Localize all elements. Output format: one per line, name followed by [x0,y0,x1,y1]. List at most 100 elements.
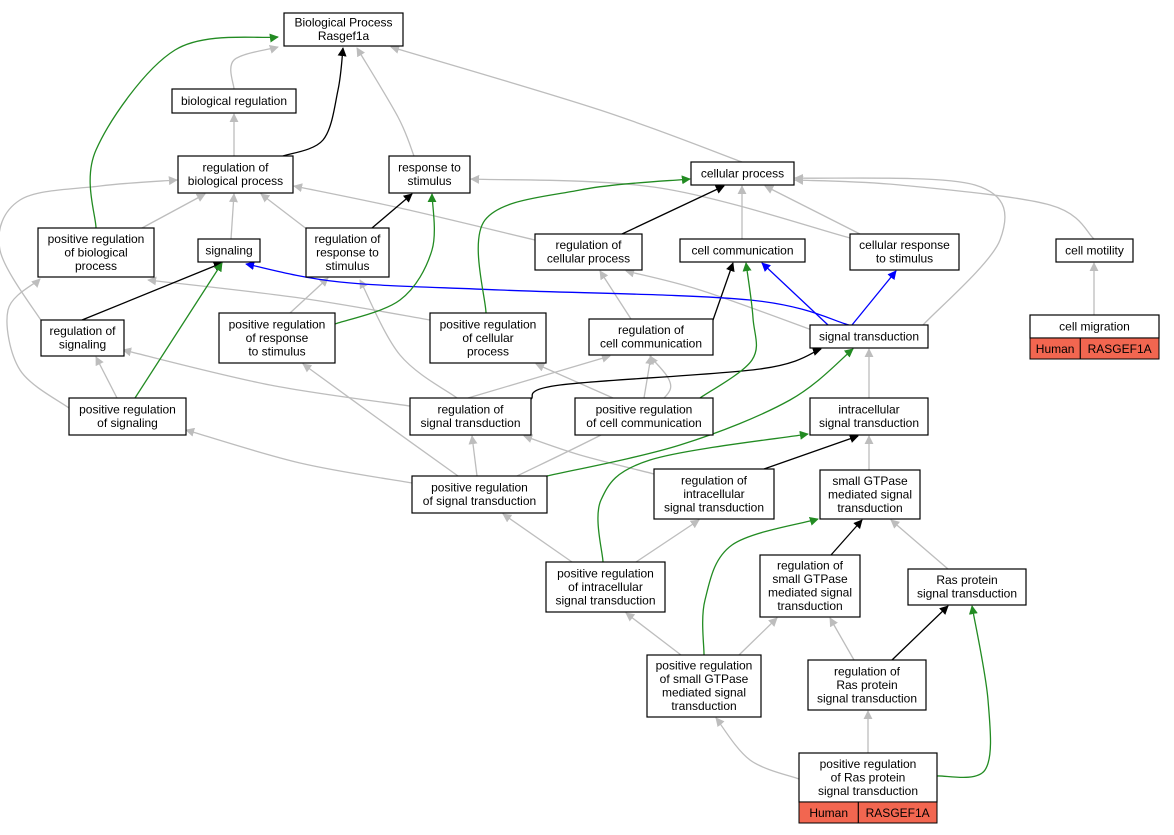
edge-is-a-st-to-rcp [625,268,813,331]
term-label-line: response to [398,161,461,175]
term-label-line: mediated signal [768,586,852,600]
term-label-line: signal transduction [819,329,919,343]
edge-positively-regulates-prst-to-st [546,348,854,477]
term-label-line: positive regulation [596,403,693,417]
edge-part-of-rcc-to-cc [712,262,735,321]
term-label-line: of signaling [97,416,158,430]
term-node-sig[interactable]: signaling [197,238,261,263]
edge-is-a-rst-to-rrs [359,279,458,399]
term-label-line: response to [316,245,379,259]
term-label-line: signal transduction [818,784,918,798]
term-label-line: transduction [671,699,736,713]
term-label-line: regulation of [555,238,622,252]
term-node-cp[interactable]: cellular process [690,161,795,186]
term-box [197,238,261,263]
edge-is-a-prsgst-to-prist [625,612,682,656]
edge-part-of-rrs-to-resp [371,193,413,229]
edge-is-a-prst-to-prsig [185,427,413,484]
gene-tag [857,801,938,824]
term-box [646,654,762,718]
term-label-line: Ras protein [836,678,897,692]
edge-is-a-breg-to-bp [230,45,279,90]
term-box [68,397,187,436]
term-label-line: signaling [59,338,106,352]
term-box [849,233,960,271]
term-label-line: regulation of [834,664,901,678]
term-box [679,238,806,263]
term-label-line: intracellular [683,487,744,501]
annotation-tag-row: Human RASGEF1A [1029,337,1160,360]
term-box [809,324,929,349]
edge-regulates-direct-st-to-crs [851,270,897,326]
term-node-cm[interactable]: cell motility [1055,238,1134,263]
edge-positively-regulates-prbp-to-bp [89,33,279,229]
term-label-line: cellular response [859,238,950,252]
term-box [545,561,666,613]
term-label-line: positive regulation [48,232,145,246]
term-box [409,397,532,436]
term-label-line: of intracellular [568,580,643,594]
term-box [177,155,294,194]
term-label-line: regulation of [49,324,116,338]
edge-part-of-rst-to-st [530,347,822,400]
term-label-line: stimulus [407,174,451,188]
term-node-cc[interactable]: cell communication [679,238,806,263]
term-label-line: signal transduction [917,587,1017,601]
term-label-line: intracellular [838,403,899,417]
edge-is-a-rsig-to-rbp [0,176,178,326]
gene-tag-label: RASGEF1A [1088,342,1152,356]
term-label-line: transduction [777,599,842,613]
term-box [40,319,125,357]
edge-part-of-rsig-to-sig [81,261,223,321]
term-box [305,227,390,278]
term-label-line: cell migration [1059,319,1130,333]
term-label-line: positive regulation [557,566,654,580]
edge-is-a-cp-to-bp [390,45,743,163]
term-label-line: mediated signal [662,686,746,700]
species-tag-label: Human [1036,342,1075,356]
term-label-line: to stimulus [876,252,933,266]
term-node-st[interactable]: signal transduction [809,324,929,349]
edge-is-a-resp-to-bp [356,47,415,157]
edge-part-of-rist-to-ist [763,434,859,470]
term-label-line: of cellular [462,331,513,345]
gene-tag [1079,337,1160,360]
term-box [283,12,404,47]
term-node-breg[interactable]: biological regulation [171,88,297,114]
edge-is-a-rst-to-rsig [122,347,411,407]
edge-regulates-direct-st-to-sig [245,261,850,326]
edge-positively-regulates-prrs-to-resp [334,193,437,325]
edge-is-a-prist-to-prst [502,513,573,563]
term-label-line: Rasgef1a [318,29,370,43]
term-box [819,469,921,520]
term-label-line: regulation of [202,161,269,175]
